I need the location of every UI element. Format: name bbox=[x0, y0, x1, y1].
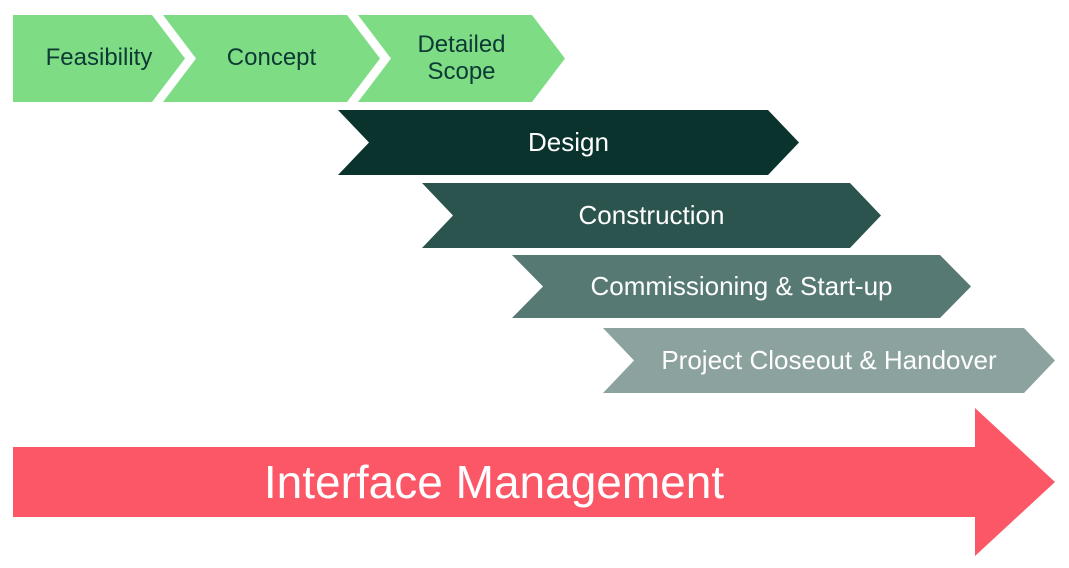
phase-chevron-commissioning: Commissioning & Start-up bbox=[512, 255, 971, 318]
phase-label-design: Design bbox=[528, 127, 609, 158]
phase-chevron-design: Design bbox=[338, 110, 799, 175]
interface-management-bar: Interface Management bbox=[13, 447, 975, 517]
interface-management-arrowhead-icon bbox=[975, 408, 1055, 556]
phase-chevron-concept: Concept bbox=[163, 15, 380, 102]
phase-label-feasibility: Feasibility bbox=[45, 44, 153, 72]
phase-label-construction: Construction bbox=[578, 200, 725, 231]
phase-chevron-feasibility: Feasibility bbox=[13, 15, 185, 102]
phase-label-closeout: Project Closeout & Handover bbox=[661, 345, 997, 376]
phase-label-concept: Concept bbox=[226, 44, 317, 72]
phase-chevron-construction: Construction bbox=[422, 183, 881, 248]
phase-label-detailed-scope: Detailed Scope bbox=[417, 31, 506, 85]
phase-chevron-detailed-scope: Detailed Scope bbox=[358, 15, 565, 102]
phase-label-commissioning: Commissioning & Start-up bbox=[590, 271, 893, 302]
phase-chevron-closeout: Project Closeout & Handover bbox=[603, 328, 1055, 393]
interface-management-label: Interface Management bbox=[263, 456, 725, 508]
